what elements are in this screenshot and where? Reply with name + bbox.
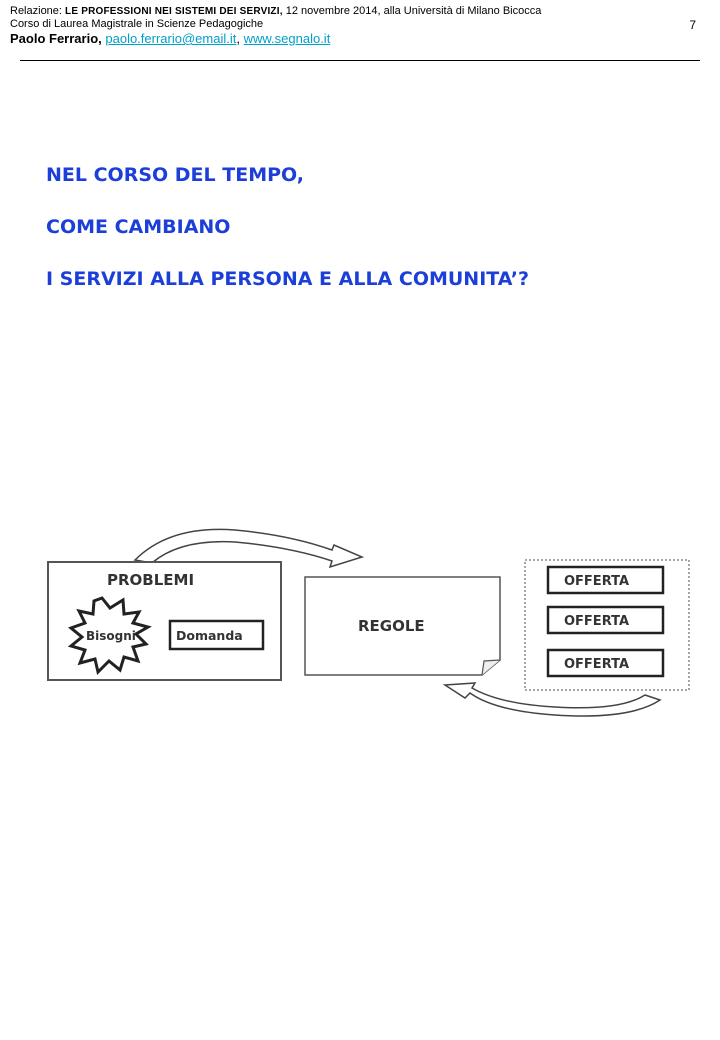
header-rule xyxy=(20,60,700,61)
bisogni-starburst xyxy=(67,596,152,675)
website-link[interactable]: www.segnalo.it xyxy=(243,31,331,46)
top-curved-arrow xyxy=(133,528,365,569)
bottom-curved-arrow xyxy=(442,682,662,717)
header-line-2: Corso di Laurea Magistrale in Scienze Pe… xyxy=(10,18,264,30)
heading-1: NEL CORSO DEL TEMPO, xyxy=(46,164,304,186)
problemi-label: PROBLEMI xyxy=(107,571,194,589)
header-separator: , xyxy=(236,31,244,46)
header-prefix: Relazione: xyxy=(10,5,66,17)
offerta-box-3 xyxy=(546,648,665,678)
regole-fold xyxy=(481,659,501,676)
header-line-3: Paolo Ferrario, paolo.ferrario@email.it,… xyxy=(10,31,700,47)
headings: NEL CORSO DEL TEMPO, COME CAMBIANO I SER… xyxy=(46,163,529,319)
page-header: Relazione: LE PROFESSIONI NEI SISTEMI DE… xyxy=(10,5,700,47)
heading-3: I SERVIZI ALLA PERSONA E ALLA COMUNITA’? xyxy=(46,268,529,290)
offerta-label-2: OFFERTA xyxy=(564,614,629,629)
services-diagram: PROBLEMI Bisogni Domanda REGOLE OFFERTA … xyxy=(40,515,700,725)
offerta-box-1 xyxy=(546,565,665,595)
regole-label: REGOLE xyxy=(358,617,425,635)
email-link[interactable]: paolo.ferrario@email.it xyxy=(105,31,237,46)
header-author: Paolo Ferrario, xyxy=(10,31,102,46)
header-title: LE PROFESSIONI NEI SISTEMI DEI SERVIZI, xyxy=(65,6,283,17)
header-line-1: Relazione: LE PROFESSIONI NEI SISTEMI DE… xyxy=(10,5,700,18)
domanda-box xyxy=(168,619,265,651)
offerta-label-1: OFFERTA xyxy=(564,574,629,589)
domanda-label: Domanda xyxy=(176,628,243,643)
header-date-place: 12 novembre 2014, alla Università di Mil… xyxy=(282,5,542,17)
page-number: 7 xyxy=(689,18,696,32)
offerta-box-2 xyxy=(546,605,665,635)
offerta-label-3: OFFERTA xyxy=(564,657,629,672)
bisogni-label: Bisogni xyxy=(86,629,136,643)
heading-2: COME CAMBIANO xyxy=(46,216,231,238)
